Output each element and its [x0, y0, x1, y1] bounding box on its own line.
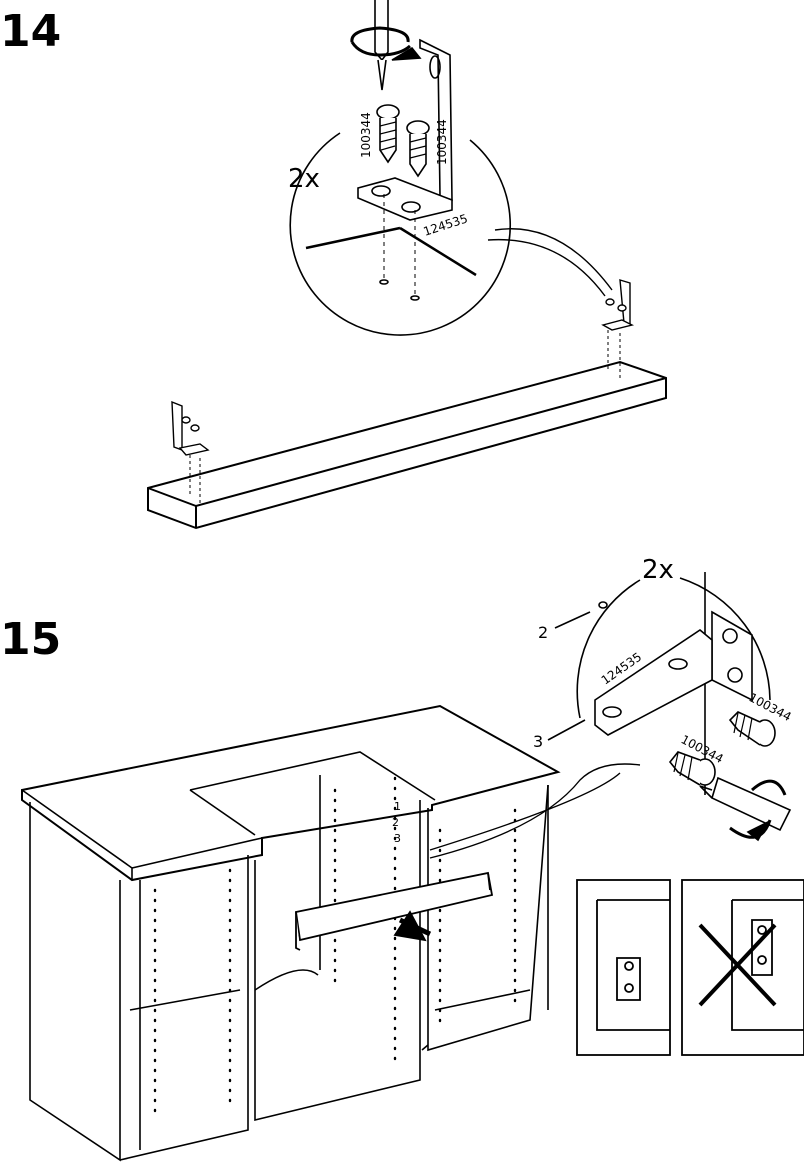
step-15-detail-magnifier	[429, 572, 792, 859]
step-14-quantity: 2x	[288, 164, 320, 194]
cross-icon	[698, 923, 777, 1007]
hole-label-2: 2	[392, 816, 399, 829]
board-bracket-left	[171, 400, 210, 504]
screw-left-icon	[376, 104, 400, 164]
shelf-board	[147, 360, 667, 530]
step-14-screw-code-right: 100344	[435, 119, 449, 165]
screw-upper-icon	[728, 711, 776, 747]
step-14-number: 14	[0, 6, 62, 57]
cabinet	[21, 704, 561, 1162]
step-15-quantity: 2x	[642, 555, 674, 585]
correct-position-panel	[576, 879, 671, 1056]
screw-right-icon	[406, 120, 430, 178]
hole-label-3: 3	[394, 832, 401, 845]
step-15-number: 15	[0, 614, 62, 665]
back-rail	[294, 871, 494, 951]
step-14-detail-magnifier	[289, 0, 613, 336]
step-14-screw-code-left: 100344	[359, 112, 373, 158]
board-bracket-right	[601, 279, 635, 378]
incorrect-position-panel	[681, 879, 804, 1056]
callout-label-2: 2	[538, 623, 548, 642]
callout-label-3: 3	[533, 732, 543, 751]
screw-lower-icon	[668, 751, 716, 786]
hole-label-1: 1	[394, 800, 401, 813]
